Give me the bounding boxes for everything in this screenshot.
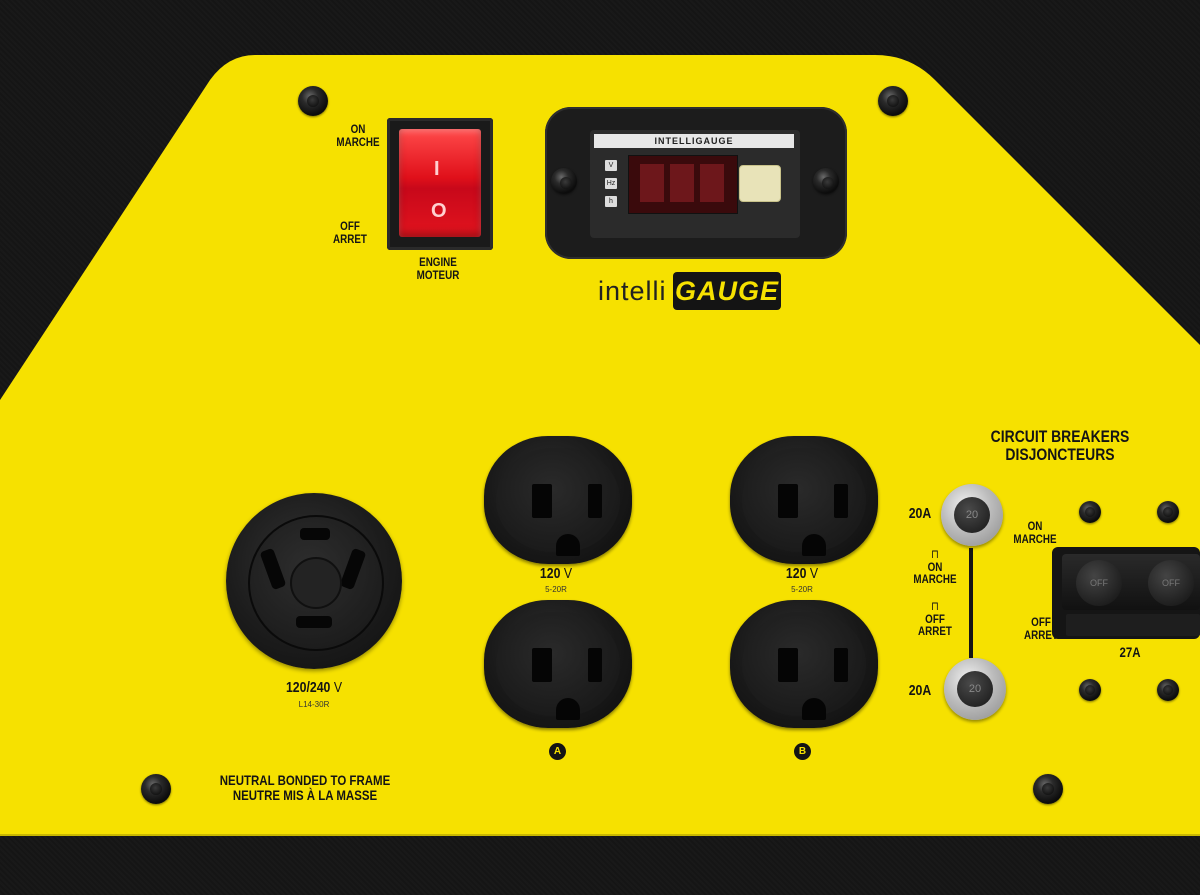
engine-off-label: OFF ARRET xyxy=(333,219,367,246)
display-digit xyxy=(670,164,694,202)
engine-rocker-switch[interactable] xyxy=(399,129,481,237)
breaker-off-label: ⊓ OFF ARRET xyxy=(918,599,952,639)
main-breaker-base xyxy=(1066,614,1200,636)
main-breaker-rocker[interactable]: OFF xyxy=(1076,560,1122,606)
frequency-indicator: Hz xyxy=(605,178,617,189)
display-digit xyxy=(700,164,724,202)
twist-lock-model: L14-30R xyxy=(298,700,330,709)
twist-slot xyxy=(300,528,330,540)
gauge-mode-button[interactable] xyxy=(739,165,781,202)
outlet-b-top[interactable] xyxy=(730,436,878,564)
main-breaker-off-label: OFF ARRET xyxy=(1024,615,1058,642)
brand-intelli: intelli xyxy=(598,276,667,306)
gauge-screw xyxy=(813,168,839,194)
bank-b-marker: B xyxy=(794,743,811,760)
outlet-b-model: 5-20R xyxy=(791,585,813,594)
panel-screw xyxy=(1033,774,1063,804)
neutral-notice: NEUTRAL BONDED TO FRAME NEUTRE MIS À LA … xyxy=(219,772,391,803)
bank-a-marker: A xyxy=(549,743,566,760)
panel-screw xyxy=(141,774,171,804)
voltage-indicator: V xyxy=(605,160,617,171)
breaker-top-cap: 20 xyxy=(954,497,990,533)
breaker-bottom-rating: 20A xyxy=(908,682,932,699)
breaker-screw xyxy=(1079,679,1101,701)
gauge-screw xyxy=(551,168,577,194)
breaker-screw xyxy=(1157,679,1179,701)
breaker-screw xyxy=(1079,501,1101,523)
twist-slot xyxy=(296,616,332,628)
outlet-a-bottom[interactable] xyxy=(484,600,632,728)
twist-lock-rating: 120/240 V xyxy=(285,679,343,696)
main-breaker-rocker[interactable]: OFF xyxy=(1148,560,1194,606)
hours-indicator: h xyxy=(605,196,617,207)
circuit-breakers-heading: CIRCUIT BREAKERS DISJONCTEURS xyxy=(990,427,1130,464)
on-symbol: I xyxy=(434,158,440,180)
breaker-on-label: ⊓ ON MARCHE xyxy=(913,547,957,587)
main-breaker-rating: 27A xyxy=(1119,644,1141,660)
display-digit xyxy=(640,164,664,202)
breaker-connector xyxy=(969,548,973,658)
panel-screw xyxy=(878,86,908,116)
outlet-a-top[interactable] xyxy=(484,436,632,564)
brand-gauge: GAUGE xyxy=(674,276,779,306)
breaker-top-rating: 20A xyxy=(908,505,932,522)
outlet-a-rating: 120 V xyxy=(539,565,573,582)
outlet-b-bottom[interactable] xyxy=(730,600,878,728)
twist-lock-center xyxy=(290,557,342,609)
panel-screw xyxy=(298,86,328,116)
outlet-a-model: 5-20R xyxy=(545,585,567,594)
gauge-title: INTELLIGAUGE xyxy=(654,136,734,146)
breaker-screw xyxy=(1157,501,1179,523)
breaker-bottom-cap: 20 xyxy=(957,671,993,707)
off-symbol: O xyxy=(431,200,447,222)
engine-on-label: ON MARCHE xyxy=(336,122,380,149)
brand-gauge-box xyxy=(673,272,781,310)
gauge-title-bar xyxy=(594,134,794,148)
outlet-b-rating: 120 V xyxy=(785,565,819,582)
main-breaker-on-label: ON MARCHE xyxy=(1013,519,1057,546)
engine-label: ENGINE MOTEUR xyxy=(416,255,460,282)
